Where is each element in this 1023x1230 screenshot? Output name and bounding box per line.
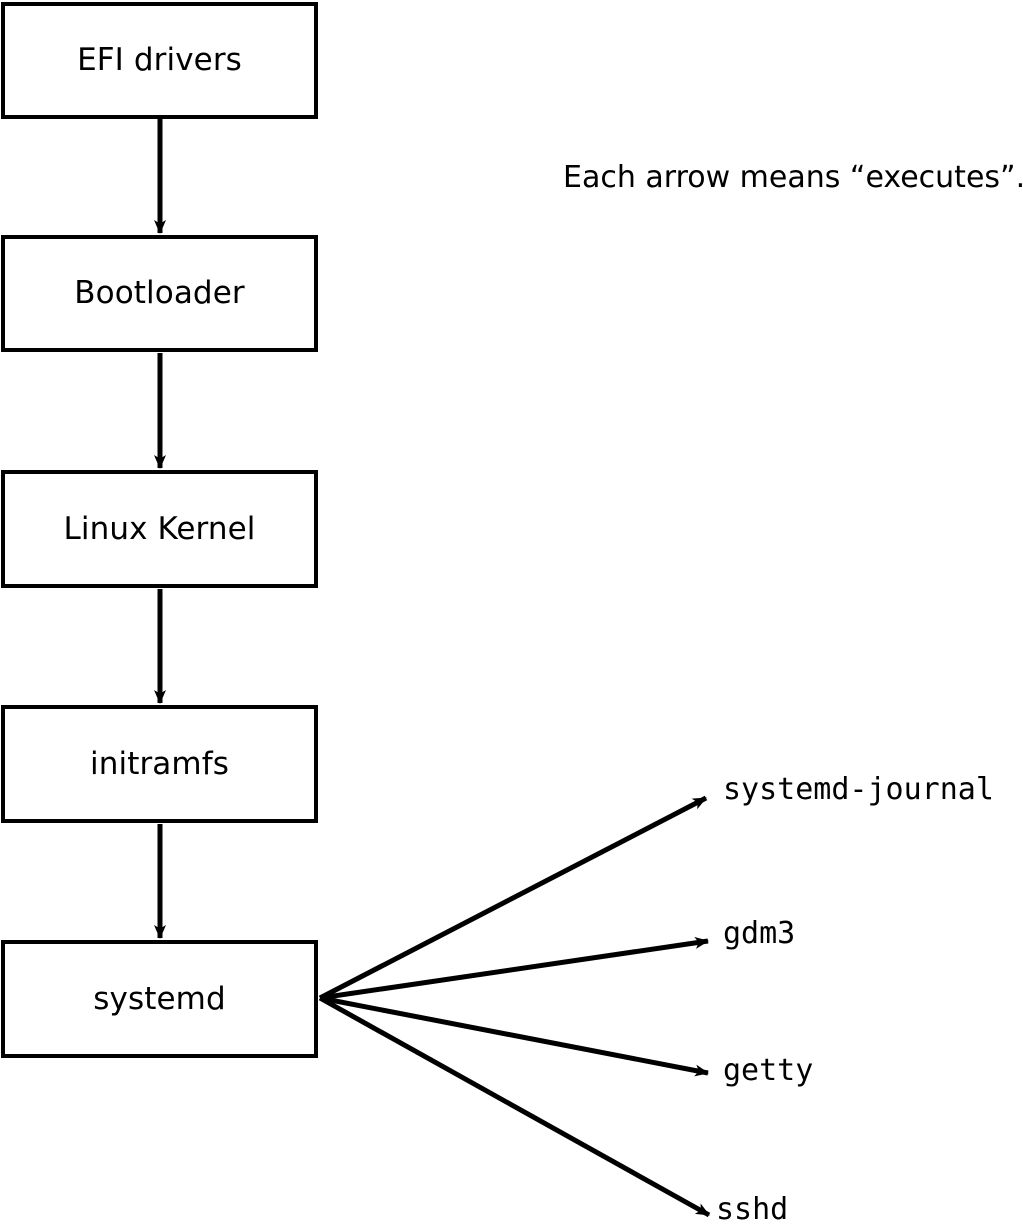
service-arrow-group [318, 795, 711, 1218]
stage-box-linux-kernel[interactable]: Linux Kernel [1, 470, 318, 588]
stage-label-linux-kernel: Linux Kernel [63, 510, 256, 547]
service-arrow-getty [319, 995, 709, 1077]
stage-box-bootloader[interactable]: Bootloader [1, 235, 318, 352]
service-label-gdm3: gdm3 [723, 916, 796, 951]
stage-label-systemd: systemd [93, 980, 226, 1017]
legend-note: Each arrow means “executes”. [563, 160, 1023, 195]
service-label-sshd: sshd [716, 1192, 789, 1227]
stage-box-efi-drivers[interactable]: EFI drivers [1, 2, 318, 119]
stage-box-initramfs[interactable]: initramfs [1, 705, 318, 823]
service-arrow-sshd [318, 995, 711, 1218]
stage-label-efi-drivers: EFI drivers [77, 42, 242, 78]
service-label-getty: getty [723, 1053, 814, 1088]
stage-label-bootloader: Bootloader [74, 275, 245, 311]
service-label-systemd-journal: systemd-journal [723, 772, 994, 807]
stage-box-systemd[interactable]: systemd [1, 940, 318, 1058]
service-arrow-gdm3 [319, 936, 709, 1001]
service-arrow-systemd-journal [318, 795, 708, 1001]
stage-label-initramfs: initramfs [90, 745, 229, 782]
